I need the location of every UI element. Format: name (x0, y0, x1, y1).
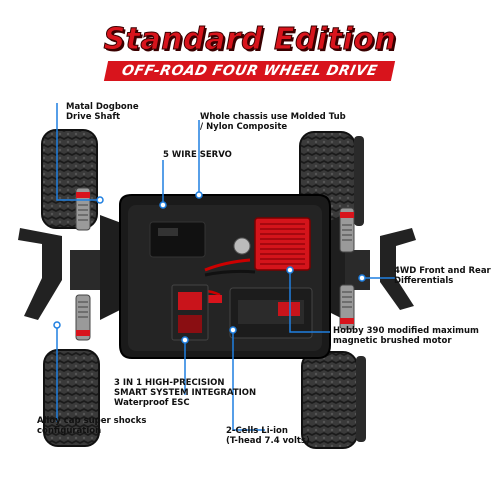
callout-battery: 2-Cells Li-ion (T-head 7.4 volts) (226, 426, 310, 446)
rear-bumper (380, 228, 416, 310)
marker-dot (195, 191, 203, 199)
callout-line: Waterproof ESC (114, 398, 190, 408)
callout-line: 3 IN 1 HIGH-PRECISION (114, 378, 225, 388)
marker-dot (286, 266, 294, 274)
shock-rear-lower (339, 284, 355, 330)
shock-front-upper (75, 187, 91, 231)
servo-unit (149, 221, 206, 258)
marker-dot (358, 274, 366, 282)
marker-dot (159, 201, 167, 209)
marker-dot (229, 326, 237, 334)
callout-line: SMART SYSTEM INTEGRATION (114, 388, 257, 398)
callout-line: / Nylon Composite (200, 122, 288, 132)
shock-rear-upper (339, 207, 355, 253)
callout-line: Hobby 390 modified maximum (333, 326, 479, 336)
callout-leaders (56, 103, 395, 431)
callout-line: 4WD Front and Rear (394, 266, 491, 276)
tire-rear-right (301, 351, 358, 449)
callout-drive-shaft: Matal Dogbone Drive Shaft (66, 102, 139, 122)
callout-line: Drive Shaft (66, 112, 121, 122)
edition-title: Standard Edition (103, 22, 397, 58)
esc-module (171, 284, 209, 341)
callout-motor: Hobby 390 modified maximum magnetic brus… (333, 326, 479, 346)
marker-dot (96, 196, 104, 204)
callout-line: 2-Cells Li-ion (226, 426, 288, 436)
callout-shocks: Alloy cap super shocks configuration (37, 416, 146, 436)
callout-line: (T-head 7.4 volts) (226, 436, 310, 446)
shock-front-lower (75, 294, 91, 341)
callout-line: Alloy cap super shocks (37, 416, 147, 426)
callout-line: Matal Dogbone (66, 102, 139, 112)
marker-dot (53, 321, 61, 329)
callout-line: 5 WIRE SERVO (163, 150, 232, 160)
callout-line: Whole chassis use Molded Tub (200, 112, 346, 122)
callout-servo: 5 WIRE SERVO (163, 150, 232, 160)
callout-line: magnetic brushed motor (333, 336, 452, 346)
front-bumper (18, 228, 62, 320)
li-ion-battery (229, 287, 313, 339)
callout-line: configuration (37, 426, 102, 436)
callout-line: Differentials (394, 276, 454, 286)
callout-differentials: 4WD Front and Rear Differentials (394, 266, 491, 286)
callout-esc: 3 IN 1 HIGH-PRECISION SMART SYSTEM INTEG… (114, 378, 256, 408)
callout-chassis: Whole chassis use Molded Tub / Nylon Com… (200, 112, 346, 132)
marker-dot (181, 336, 189, 344)
brushed-motor (233, 217, 311, 271)
